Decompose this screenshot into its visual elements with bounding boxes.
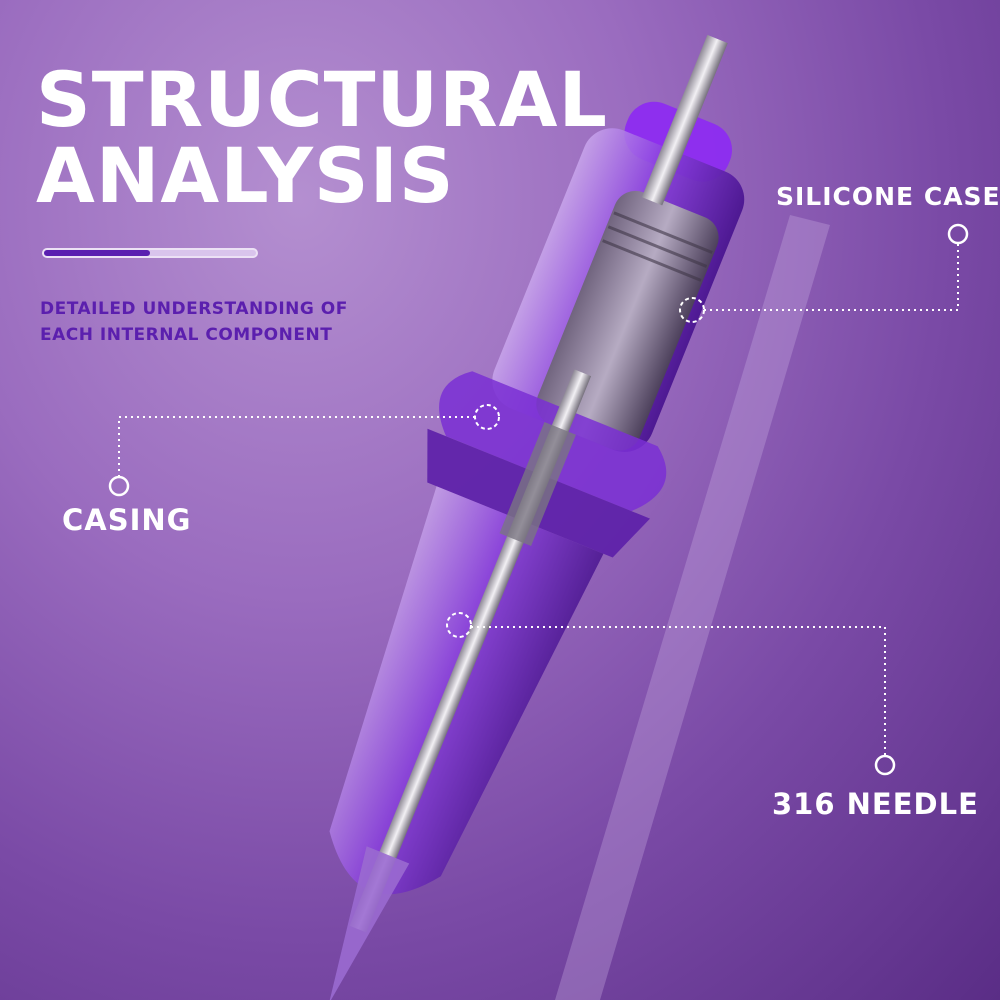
subtitle-line-1: DETAILED UNDERSTANDING OF (40, 299, 348, 319)
title-underline-fill (44, 250, 150, 256)
subtitle-line-2: EACH INTERNAL COMPONENT (40, 325, 333, 345)
background-rod (555, 215, 830, 1000)
title-line-2: ANALYSIS (36, 131, 455, 220)
title-underline-bar (42, 248, 258, 258)
needle-label: 316 NEEDLE (772, 787, 979, 821)
title-line-1: STRUCTURAL (36, 55, 608, 144)
silicone-case-leader (679, 223, 969, 323)
silicone-case-label: SILICONE CASE (776, 182, 1000, 211)
casing-label: CASING (62, 503, 192, 537)
cartridge-body (328, 34, 745, 1000)
page-title: STRUCTURAL ANALYSIS (36, 62, 608, 214)
subtitle: DETAILED UNDERSTANDING OF EACH INTERNAL … (40, 296, 348, 348)
casing-leader (108, 404, 500, 497)
needle-leader (446, 612, 896, 776)
